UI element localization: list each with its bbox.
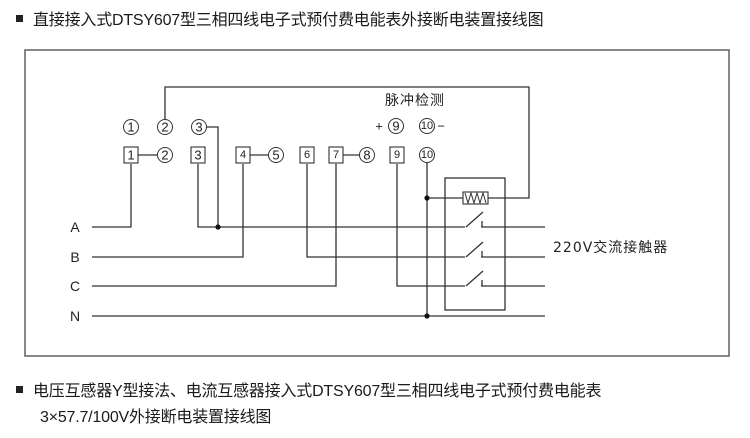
bottom-heading-line1: 电压互感器Y型接法、电流互感器接入式DTSY607型三相四线电子式预付费电能表 bbox=[33, 383, 602, 400]
svg-text:1: 1 bbox=[127, 148, 134, 163]
top-heading-text: 直接接入式DTSY607型三相四线电子式预付费电能表外接断电装置接线图 bbox=[33, 12, 544, 29]
contactor-box bbox=[444, 177, 506, 311]
terminal-box-6: 6 bbox=[299, 146, 315, 164]
svg-text:2: 2 bbox=[161, 120, 168, 135]
phase-label-c: C bbox=[70, 278, 80, 294]
top-terminal-2: 2 bbox=[157, 119, 173, 135]
terminal-3-top-wire bbox=[206, 126, 219, 227]
svg-text:7: 7 bbox=[333, 149, 339, 161]
contactor-switch-b-icon bbox=[465, 241, 484, 259]
contactor-switch-c-icon bbox=[465, 270, 484, 288]
terminal-circle-2: 2 bbox=[157, 147, 173, 163]
svg-text:3: 3 bbox=[195, 120, 202, 135]
svg-text:3: 3 bbox=[194, 148, 201, 163]
phase-label-b: B bbox=[70, 249, 79, 265]
phase-label-a: A bbox=[70, 219, 80, 235]
pulse-terminal-9: 9 bbox=[388, 118, 404, 134]
contactor-label: 220V交流接触器 bbox=[553, 239, 668, 256]
top-heading: 直接接入式DTSY607型三相四线电子式预付费电能表外接断电装置接线图 bbox=[16, 10, 544, 32]
contactor-coil-icon bbox=[462, 191, 489, 205]
phase-c-input-wire bbox=[92, 164, 337, 287]
svg-text:10: 10 bbox=[421, 120, 433, 132]
junction-dot bbox=[424, 195, 430, 201]
terminal-circle-8: 8 bbox=[359, 147, 375, 163]
terminal-box-1: 1 bbox=[123, 146, 139, 164]
svg-text:6: 6 bbox=[304, 149, 310, 161]
bottom-heading-line2: 3×57.7/100V外接断电装置接线图 bbox=[40, 409, 272, 426]
svg-text:2: 2 bbox=[161, 148, 168, 163]
pulse-plus-sign: + bbox=[375, 119, 383, 134]
svg-text:4: 4 bbox=[240, 149, 246, 161]
bottom-heading: 电压互感器Y型接法、电流互感器接入式DTSY607型三相四线电子式预付费电能表 … bbox=[16, 381, 601, 429]
terminal-box-7: 7 bbox=[328, 146, 344, 164]
phase-b-input-wire bbox=[92, 164, 244, 258]
phase-c-output-wire bbox=[396, 164, 545, 287]
svg-text:5: 5 bbox=[272, 148, 279, 163]
terminal-circle-5: 5 bbox=[268, 147, 284, 163]
svg-text:10: 10 bbox=[421, 149, 433, 161]
terminal-box-9: 9 bbox=[389, 146, 405, 164]
terminal-box-4: 4 bbox=[235, 146, 251, 164]
top-terminal-3: 3 bbox=[191, 119, 207, 135]
diagram-frame bbox=[24, 49, 730, 357]
terminal-box-3: 3 bbox=[190, 146, 206, 164]
junction-dot bbox=[424, 313, 430, 319]
phase-a-output-wire bbox=[197, 164, 545, 228]
phase-label-n: N bbox=[70, 308, 80, 324]
coil-feed-wire bbox=[164, 86, 530, 199]
junction-dot bbox=[215, 224, 221, 230]
bullet-square-icon bbox=[16, 15, 23, 23]
bullet-square-icon bbox=[16, 386, 23, 394]
phase-a-input-wire bbox=[92, 164, 132, 228]
svg-text:8: 8 bbox=[363, 148, 370, 163]
svg-text:9: 9 bbox=[394, 149, 400, 161]
pulse-detection-title: 脉冲检测 bbox=[385, 93, 445, 109]
terminal-circle-10: 10 bbox=[419, 147, 435, 163]
svg-text:1: 1 bbox=[127, 120, 134, 135]
phase-b-output-wire bbox=[306, 164, 545, 258]
pulse-terminal-10: 10 bbox=[419, 118, 435, 134]
svg-text:9: 9 bbox=[392, 119, 399, 134]
top-terminal-1: 1 bbox=[123, 119, 139, 135]
pulse-minus-sign: − bbox=[437, 119, 445, 134]
contactor-switch-a-icon bbox=[465, 211, 484, 229]
